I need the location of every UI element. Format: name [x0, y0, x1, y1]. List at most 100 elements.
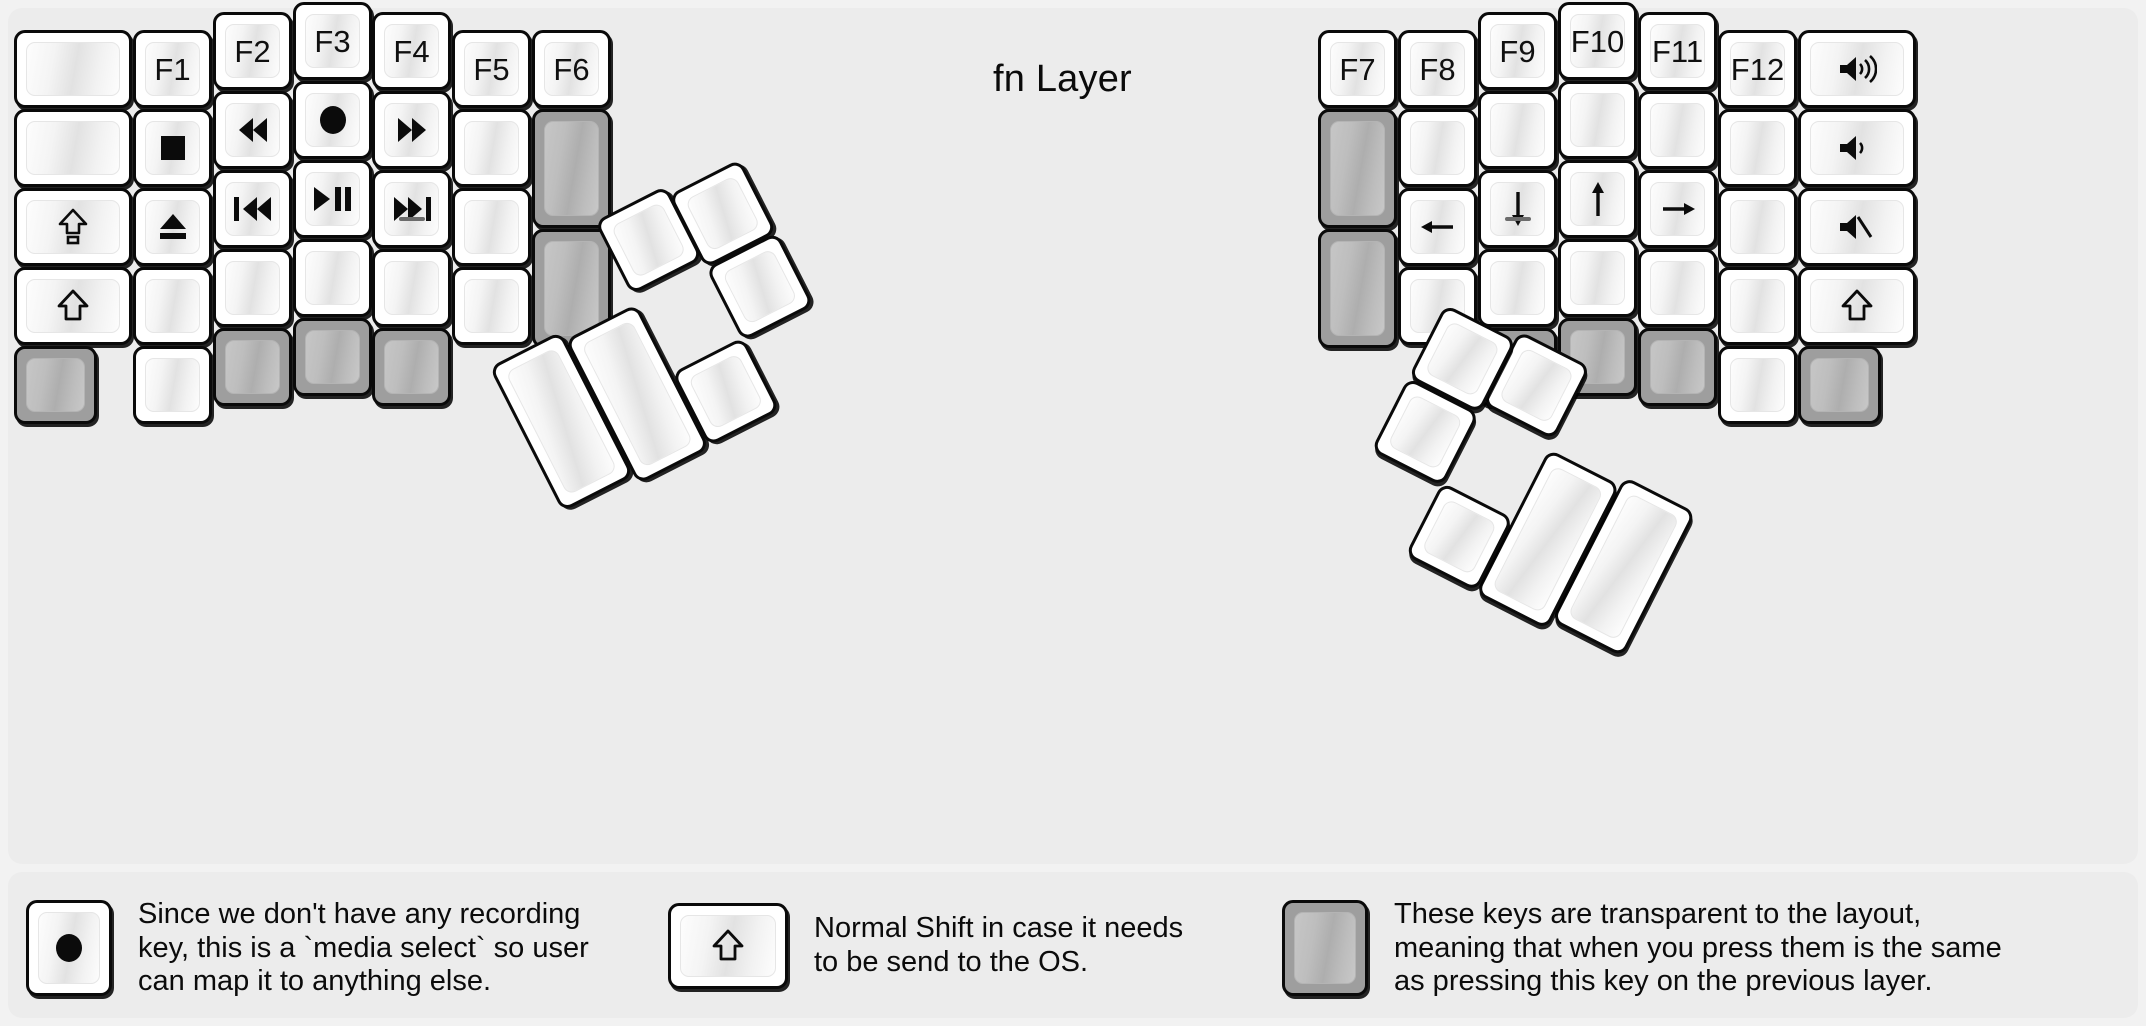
key-right-outer-volup[interactable] [1798, 30, 1916, 108]
key-right-pinky-r4[interactable] [1718, 267, 1797, 345]
key-cap [26, 121, 120, 175]
key-cap: F10 [1570, 14, 1625, 68]
legend-media-select: Since we don't have any recording key, t… [26, 898, 589, 999]
key-right-middle-up[interactable] [1558, 160, 1637, 238]
key-cap [26, 279, 120, 333]
key-left-outer-r2[interactable] [14, 109, 132, 187]
key-right-ring-f11[interactable]: F11 [1638, 12, 1717, 90]
key-left-outer-r5[interactable] [14, 346, 97, 424]
eject-icon [155, 209, 191, 245]
legend-normal-shift-sample-key[interactable] [668, 903, 788, 989]
key-left-ring-rewind[interactable] [213, 91, 292, 169]
key-right-middle-r2[interactable] [1558, 81, 1637, 159]
arrow-left-icon [1419, 211, 1457, 243]
key-right-index-f9[interactable]: F9 [1478, 12, 1557, 90]
key-left-ring-prev[interactable] [213, 170, 292, 248]
key-right-middle-r4[interactable] [1558, 239, 1637, 317]
key-right-ring-r4[interactable] [1638, 249, 1717, 327]
rewind-icon [233, 114, 273, 146]
key-left-ring-r4[interactable] [213, 249, 292, 327]
key-right-extra-tall1[interactable] [1318, 109, 1397, 228]
key-left-middle-f3[interactable]: F3 [293, 2, 372, 80]
key-left-pinky-f1[interactable]: F1 [133, 30, 212, 108]
key-right-inner-left[interactable] [1398, 188, 1477, 266]
key-left-index-r5[interactable] [372, 328, 451, 406]
key-cap [225, 261, 280, 315]
key-right-outer-mute[interactable] [1798, 188, 1916, 266]
key-right-extra-f7[interactable]: F7 [1318, 30, 1397, 108]
key-right-inner-r2[interactable] [1398, 109, 1477, 187]
key-cap: F5 [464, 42, 519, 96]
key-right-outer-shift[interactable] [1798, 267, 1916, 345]
key-left-middle-record[interactable] [293, 81, 372, 159]
key-cap [1730, 121, 1785, 175]
key-cap: F11 [1650, 24, 1705, 78]
key-left-extra-tall1[interactable] [532, 109, 611, 228]
key-left-inner-r2[interactable] [452, 109, 531, 187]
key-cap [1570, 172, 1625, 226]
key-left-pinky-r5[interactable] [133, 346, 212, 424]
key-right-index-r4[interactable] [1478, 249, 1557, 327]
key-right-outer-trans[interactable] [1798, 346, 1881, 424]
key-left-pinky-r4[interactable] [133, 267, 212, 345]
key-left-index-r4[interactable] [372, 249, 451, 327]
key-right-index-r2[interactable] [1478, 91, 1557, 169]
key-left-outer-r3[interactable] [14, 188, 132, 266]
key-right-pinky-r2[interactable] [1718, 109, 1797, 187]
key-left-inner-r4[interactable] [452, 267, 531, 345]
key-cap [1294, 912, 1356, 985]
key-cap [1810, 42, 1904, 96]
key-right-outer-voldown[interactable] [1798, 109, 1916, 187]
key-right-pinky-r5[interactable] [1718, 346, 1797, 424]
key-left-outer-r4[interactable] [14, 267, 132, 345]
key-cap [1650, 261, 1705, 315]
key-cap [1810, 200, 1904, 254]
key-cap [225, 182, 280, 236]
key-cap [1387, 393, 1464, 471]
key-cap [1330, 121, 1385, 216]
key-left-middle-playpause[interactable] [293, 160, 372, 238]
key-left-index-f4[interactable]: F4 [372, 12, 451, 90]
key-label: F1 [154, 51, 191, 87]
key-right-ring-right[interactable] [1638, 170, 1717, 248]
legend-transparent: These keys are transparent to the layout… [1282, 898, 2002, 999]
key-left-inner-f5[interactable]: F5 [452, 30, 531, 108]
key-left-extra-f6[interactable]: F6 [532, 30, 611, 108]
key-left-middle-r4[interactable] [293, 239, 372, 317]
key-right-index-down[interactable] [1478, 170, 1557, 248]
key-left-index-next[interactable] [372, 170, 451, 248]
key-right-inner-f8[interactable]: F8 [1398, 30, 1477, 108]
key-right-middle-f10[interactable]: F10 [1558, 2, 1637, 80]
key-cap: F9 [1490, 24, 1545, 78]
key-cap [1810, 279, 1904, 333]
key-left-index-ff[interactable] [372, 91, 451, 169]
key-cap [26, 42, 120, 96]
caps-lock-icon [55, 207, 91, 247]
key-right-ring-r2[interactable] [1638, 91, 1717, 169]
legend-media-select-sample-key[interactable] [26, 900, 112, 997]
key-left-pinky-stop[interactable] [133, 109, 212, 187]
key-left-ring-f2[interactable]: F2 [213, 12, 292, 90]
key-right-extra-tall2[interactable] [1318, 229, 1397, 348]
key-cap [26, 200, 120, 254]
key-left-ring-r5[interactable] [213, 328, 292, 406]
record-icon [315, 102, 351, 138]
key-left-inner-r3[interactable] [452, 188, 531, 266]
key-right-ring-r5[interactable] [1638, 328, 1717, 406]
key-left-middle-r5[interactable] [293, 318, 372, 396]
arrow-right-icon [1659, 193, 1697, 225]
legend-transparent-sample-key[interactable] [1282, 900, 1368, 997]
key-cap: F3 [305, 14, 360, 68]
key-right-pinky-r3[interactable] [1718, 188, 1797, 266]
key-label: F3 [314, 23, 351, 59]
key-cap [544, 241, 599, 336]
key-right-pinky-f12[interactable]: F12 [1718, 30, 1797, 108]
key-cap [145, 121, 200, 175]
key-left-outer-r1[interactable] [14, 30, 132, 108]
key-left-pinky-eject[interactable] [133, 188, 212, 266]
